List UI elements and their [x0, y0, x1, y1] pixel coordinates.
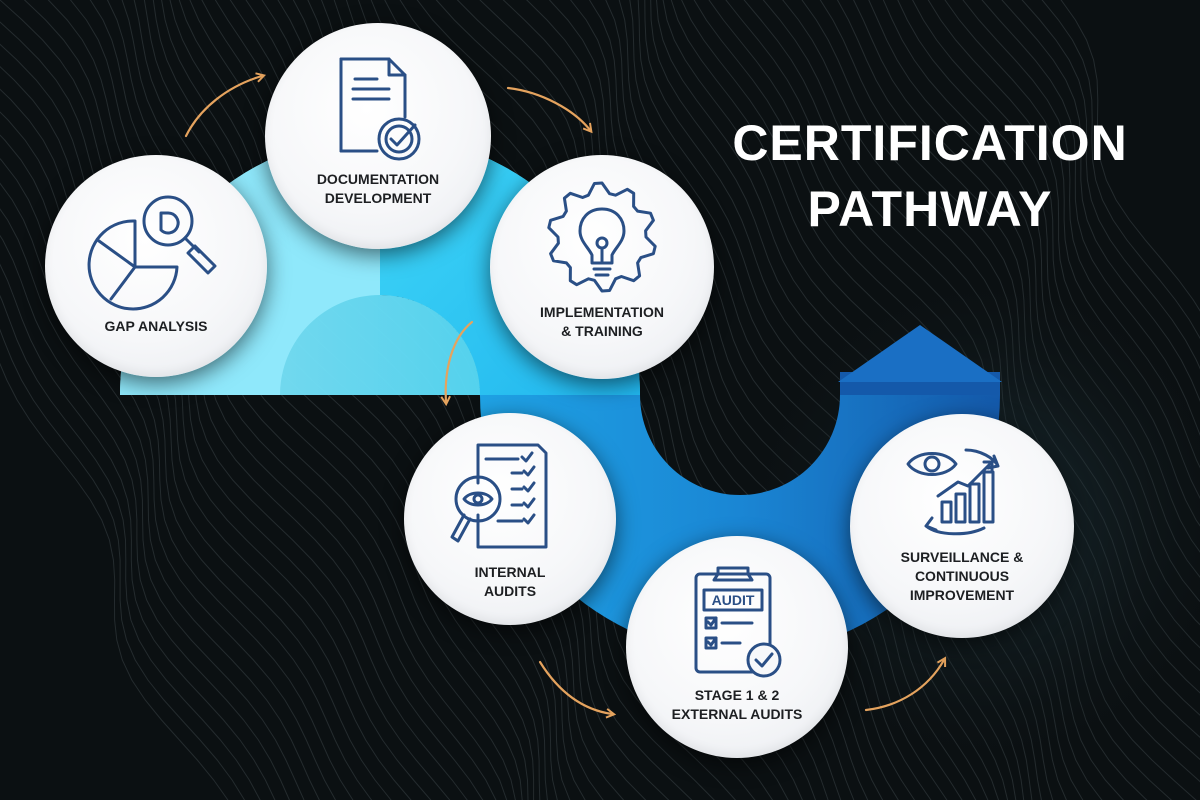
step-internal-audits: INTERNAL AUDITS	[404, 413, 616, 625]
step-external-audits: AUDIT STAGE 1 & 2 EXTERNAL AUDITS	[626, 536, 848, 758]
label-line: GAP ANALYSIS	[104, 318, 208, 334]
arrow-gap-to-documentation	[184, 72, 267, 138]
connector-arrows	[184, 72, 947, 719]
title-line-1: CERTIFICATION	[732, 115, 1128, 171]
pie-chart-magnifier-icon	[87, 195, 217, 311]
arrow-internal-to-external	[538, 660, 617, 719]
checklist-magnifier-eye-icon	[450, 443, 548, 549]
step-label: SURVEILLANCE & CONTINUOUS IMPROVEMENT	[850, 548, 1074, 605]
label-line: & TRAINING	[561, 323, 643, 339]
label-line: INTERNAL	[474, 564, 546, 580]
document-check-icon	[339, 57, 421, 161]
arrow-implementation-to-internal	[440, 320, 474, 407]
step-label: STAGE 1 & 2 EXTERNAL AUDITS	[626, 686, 848, 724]
label-line: STAGE 1 & 2	[694, 687, 780, 703]
label-line: AUDITS	[483, 583, 537, 599]
audit-clipboard-text: AUDIT	[712, 592, 755, 608]
label-line: EXTERNAL AUDITS	[671, 706, 803, 722]
step-label: DOCUMENTATION DEVELOPMENT	[265, 170, 491, 208]
label-line: SURVEILLANCE &	[900, 549, 1024, 565]
label-line: DOCUMENTATION	[316, 171, 440, 187]
page-title: CERTIFICATION PATHWAY	[700, 110, 1160, 242]
label-line: DEVELOPMENT	[324, 190, 432, 206]
label-line: CONTINUOUS	[914, 568, 1010, 584]
title-line-2: PATHWAY	[807, 181, 1053, 237]
label-line: IMPLEMENTATION	[540, 304, 664, 320]
step-gap-analysis: GAP ANALYSIS	[45, 155, 267, 377]
step-label: INTERNAL AUDITS	[404, 563, 616, 601]
step-documentation-development: DOCUMENTATION DEVELOPMENT	[265, 23, 491, 249]
step-surveillance-improvement: SURVEILLANCE & CONTINUOUS IMPROVEMENT	[850, 414, 1074, 638]
gear-outline	[547, 181, 657, 293]
step-label: IMPLEMENTATION & TRAINING	[490, 303, 714, 341]
label-line: IMPROVEMENT	[909, 587, 1015, 603]
lightbulb-gear-icon	[547, 181, 657, 293]
arrow-documentation-to-implementation	[506, 86, 593, 134]
step-implementation-training: IMPLEMENTATION & TRAINING	[490, 155, 714, 379]
eye-growth-chart-icon	[906, 448, 1000, 536]
audit-clipboard-icon: AUDIT	[694, 566, 782, 678]
step-label: GAP ANALYSIS	[45, 317, 267, 336]
arrow-external-to-surveillance	[864, 656, 947, 712]
